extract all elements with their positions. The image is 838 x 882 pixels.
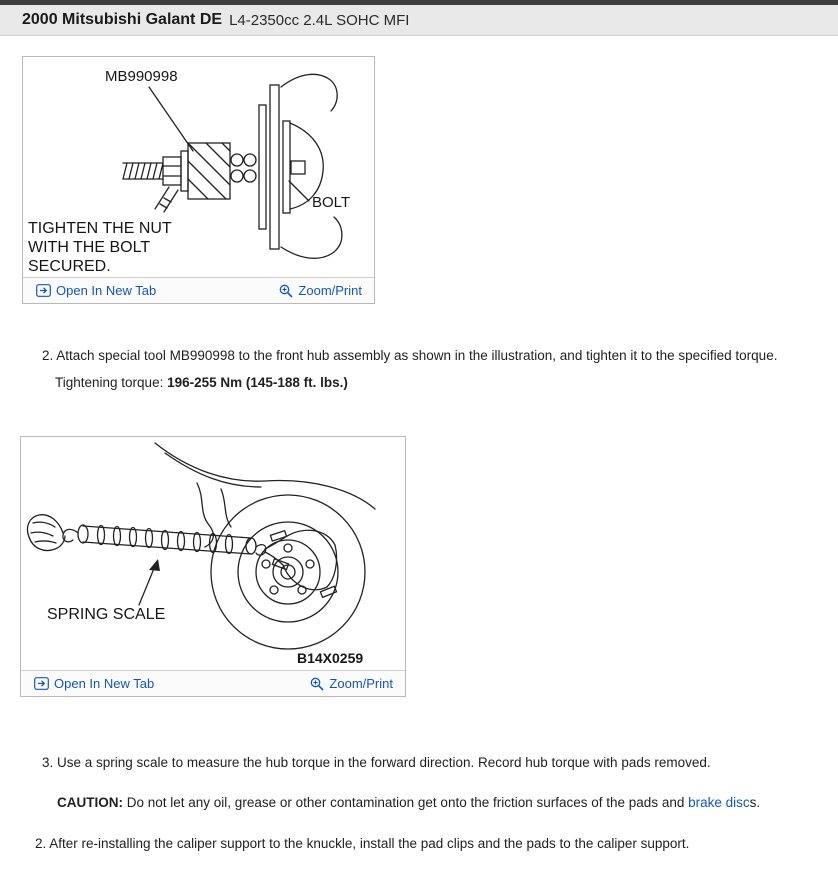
hub-tool-linework	[122, 73, 343, 259]
figure2-footer: Open In New Tab Zoom/Print	[21, 670, 405, 696]
label-spring-scale: SPRING SCALE	[47, 606, 165, 623]
label-note-line3: SECURED.	[28, 258, 111, 275]
page-subtitle: L4-2350cc 2.4L SOHC MFI	[229, 11, 410, 29]
open-in-new-tab-link[interactable]: Open In New Tab	[34, 676, 154, 691]
label-note-line1: TIGHTEN THE NUT	[28, 220, 172, 237]
caution-suffix: s.	[749, 795, 761, 810]
figure1-footer: Open In New Tab Zoom/Print	[23, 277, 374, 303]
torque-label: Tightening torque:	[55, 375, 168, 390]
zoom-print-label: Zoom/Print	[298, 283, 362, 298]
label-note-line2: WITH THE BOLT	[28, 239, 150, 256]
page-title: 2000 Mitsubishi Galant DE	[22, 11, 223, 28]
caution-label: CAUTION:	[57, 795, 123, 810]
step-2-reinstall-text: 2. After re-installing the caliper suppo…	[35, 836, 690, 851]
spring-scale-labels: SPRING SCALE B14X0259	[47, 606, 363, 666]
label-mb990998: MB990998	[105, 68, 178, 85]
zoom-icon	[311, 677, 324, 691]
spring-scale-drawing: SPRING SCALE B14X0259	[26, 442, 376, 666]
spring-scale-linework	[26, 442, 376, 650]
torque-spec-line: Tightening torque: 196-255 Nm (145-188 f…	[20, 373, 818, 393]
brake-disc-link[interactable]: brake disc	[688, 795, 750, 810]
label-arrowhead	[149, 559, 160, 571]
label-figure-code: B14X0259	[297, 650, 363, 666]
spring-scale-illustration: SPRING SCALE B14X0259	[21, 437, 405, 670]
hub-tool-drawing: MB990998 BOLT TIGHTEN THE NUT WITH THE B…	[28, 68, 350, 275]
article-body: MB990998 BOLT TIGHTEN THE NUT WITH THE B…	[0, 36, 838, 882]
step-3-text: 3. Use a spring scale to measure the hub…	[42, 755, 711, 770]
open-in-new-tab-icon	[34, 677, 49, 690]
open-in-new-tab-label: Open In New Tab	[54, 676, 155, 691]
open-in-new-tab-icon	[36, 284, 51, 297]
torque-value: 196-255 Nm (145-188 ft. lbs.)	[167, 375, 348, 390]
open-in-new-tab-link[interactable]: Open In New Tab	[36, 283, 156, 298]
zoom-icon	[280, 284, 293, 298]
figure-hub-tool: MB990998 BOLT TIGHTEN THE NUT WITH THE B…	[22, 56, 375, 304]
hub-tool-labels: MB990998 BOLT TIGHTEN THE NUT WITH THE B…	[28, 68, 350, 275]
step-2-text: 2. Attach special tool MB990998 to the f…	[42, 348, 778, 363]
hub-tool-illustration: MB990998 BOLT TIGHTEN THE NUT WITH THE B…	[23, 57, 374, 277]
zoom-print-link[interactable]: Zoom/Print	[310, 676, 393, 691]
zoom-print-label: Zoom/Print	[329, 676, 393, 691]
caution-text: CAUTION: Do not let any oil, grease or o…	[20, 793, 818, 813]
open-in-new-tab-label: Open In New Tab	[56, 283, 157, 298]
label-bolt: BOLT	[312, 194, 350, 211]
zoom-print-link[interactable]: Zoom/Print	[279, 283, 362, 298]
header-bar: 2000 Mitsubishi Galant DE L4-2350cc 2.4L…	[0, 0, 838, 36]
figure-spring-scale: SPRING SCALE B14X0259 Open In New Tab	[20, 436, 406, 697]
caution-body: Do not let any oil, grease or other cont…	[123, 795, 689, 810]
